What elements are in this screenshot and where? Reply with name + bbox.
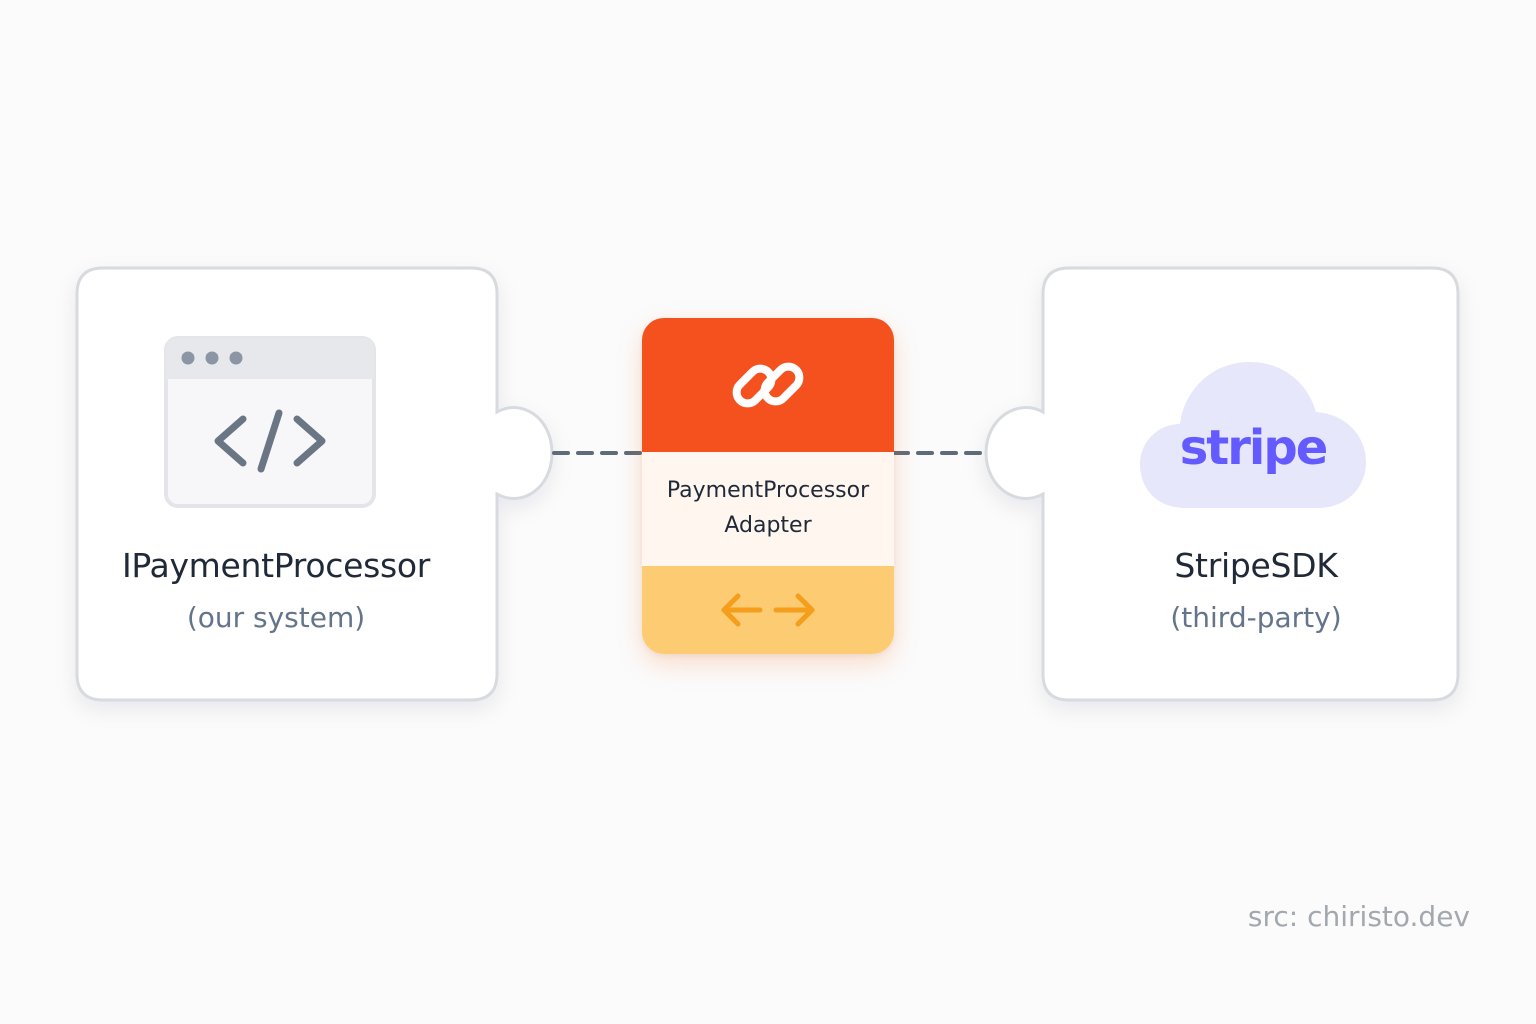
adapter-footer <box>642 566 894 654</box>
link-icon <box>732 362 804 408</box>
cloud-icon <box>1140 362 1366 508</box>
right-node-title: StripeSDK <box>1174 546 1338 585</box>
adapter-label-line1: PaymentProcessor <box>666 478 870 503</box>
left-node-subtitle: (our system) <box>186 601 366 634</box>
stripe-logo: stripe <box>1179 420 1329 476</box>
right-node-subtitle: (third-party) <box>1170 601 1342 634</box>
code-window-icon <box>164 336 376 508</box>
adapter-label-line2: Adapter <box>724 513 812 538</box>
adapter-body: PaymentProcessor Adapter <box>642 452 894 566</box>
bidirectional-arrow-icon <box>721 593 815 627</box>
adapter-card: PaymentProcessor Adapter <box>642 318 894 654</box>
left-node-title: IPaymentProcessor <box>121 546 431 585</box>
adapter-header <box>642 318 894 452</box>
source-credit: src: chiristo.dev <box>1247 900 1470 933</box>
